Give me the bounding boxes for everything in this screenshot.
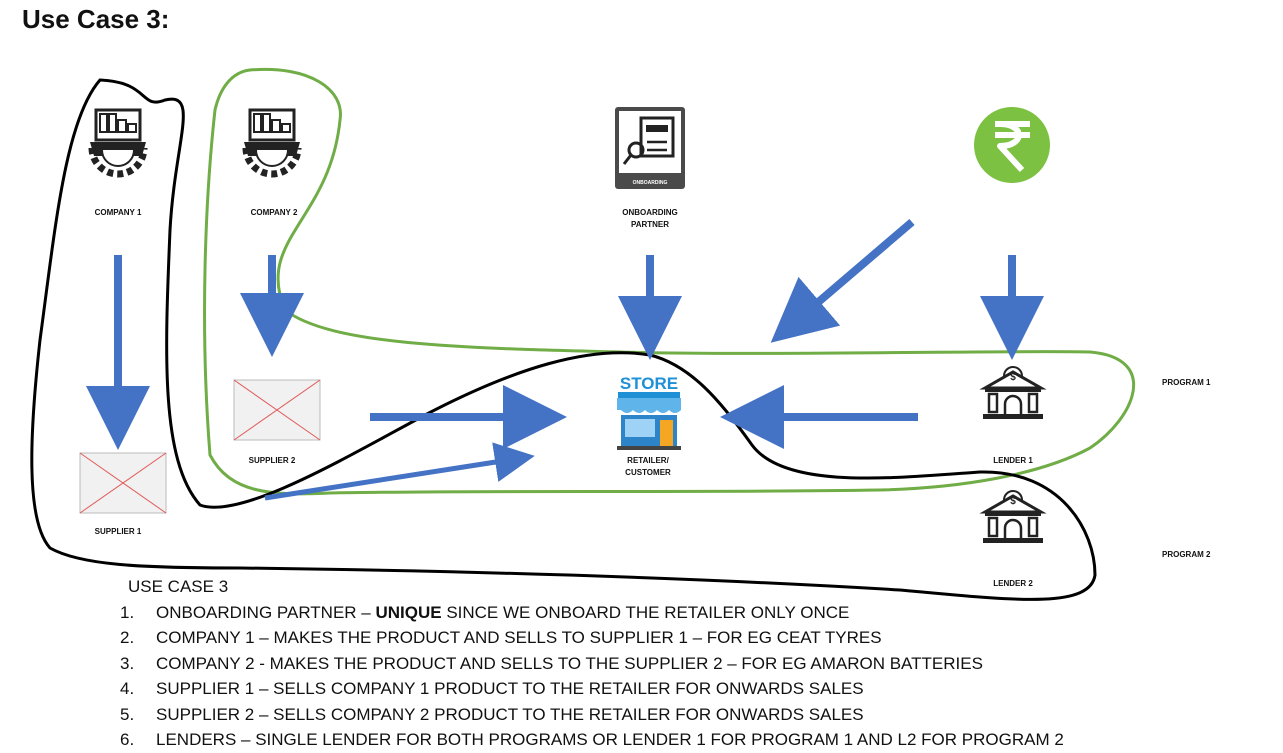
note-text: ONBOARDING PARTNER – UNIQUE SINCE WE ONB… xyxy=(156,600,849,626)
onboarding-partner-label: ONBOARDING PARTNER xyxy=(600,207,700,231)
note-number: 3. xyxy=(120,653,135,673)
note-number: 2. xyxy=(120,628,135,647)
retailer-label-line1: RETAILER/ xyxy=(627,456,669,465)
note-text-start: COMPANY 2 - MAKES THE PRODUCT AND SELLS … xyxy=(156,653,983,673)
flow-arrows xyxy=(86,218,1044,501)
note-text-start: SUPPLIER 2 – SELLS COMPANY 2 PRODUCT TO … xyxy=(156,704,864,724)
missing-image-icon xyxy=(79,452,167,514)
note-item: 2. COMPANY 1 – MAKES THE PRODUCT AND SELL… xyxy=(120,625,1064,651)
note-text-end: SINCE WE ONBOARD THE RETAILER ONLY ONCE xyxy=(441,602,850,622)
page-heading: Use Case 3: xyxy=(22,4,170,34)
note-text-start: ONBOARDING PARTNER – xyxy=(156,602,376,622)
note-text-start: LENDERS – SINGLE LENDER FOR BOTH PROGRAM… xyxy=(156,730,1064,749)
note-text-start: SUPPLIER 1 – SELLS COMPANY 1 PRODUCT TO … xyxy=(156,679,864,698)
lender-1-label: LENDER 1 xyxy=(993,456,1033,465)
note-item: 4. SUPPLIER 1 – SELLS COMPANY 1 PRODUCT T… xyxy=(120,676,1064,702)
program-2-label: PROGRAM 2 xyxy=(1162,550,1211,559)
supplier-1-label: SUPPLIER 1 xyxy=(94,527,142,536)
use-case-notes: USE CASE 3 1. ONBOARDING PARTNER – UNIQUE… xyxy=(120,574,1064,753)
note-text: COMPANY 2 - MAKES THE PRODUCT AND SELLS … xyxy=(156,651,983,677)
note-text: LENDERS – SINGLE LENDER FOR BOTH PROGRAM… xyxy=(156,727,1064,753)
dollar-icon: $ xyxy=(1010,496,1016,507)
onboarding-icon-text: ONBOARDING xyxy=(633,180,668,186)
onboarding-label-line2: PARTNER xyxy=(630,220,670,229)
retailer-label-line2: CUSTOMER xyxy=(625,468,671,477)
store-icon: STORE xyxy=(617,374,681,450)
note-number: 1. xyxy=(120,602,135,622)
company-2-label: COMPANY 2 xyxy=(250,208,298,217)
missing-image-icon xyxy=(233,379,321,441)
note-text-start: COMPANY 1 – MAKES THE PRODUCT AND SELLS … xyxy=(156,628,882,647)
note-item: 3. COMPANY 2 - MAKES THE PRODUCT AND SELL… xyxy=(120,651,1064,677)
onboarding-icon: ONBOARDING xyxy=(615,107,685,189)
onboarding-label-line1: ONBOARDING xyxy=(622,208,678,217)
factory-icon xyxy=(90,110,146,174)
note-text: COMPANY 1 – MAKES THE PRODUCT AND SELLS … xyxy=(156,625,882,651)
lender-2-label: LENDER 2 xyxy=(993,579,1033,588)
arrow-supplier1-to-retailer xyxy=(264,442,535,501)
factory-icon xyxy=(244,110,300,174)
arrow-rupee-to-retailer xyxy=(770,218,915,343)
notes-title: USE CASE 3 xyxy=(128,577,229,596)
supplier-2-label: SUPPLIER 2 xyxy=(248,456,296,465)
program-2-outline xyxy=(30,78,1097,601)
company-1-label: COMPANY 1 xyxy=(94,208,142,217)
note-item: 6. LENDERS – SINGLE LENDER FOR BOTH PROGR… xyxy=(120,727,1064,753)
store-sign: STORE xyxy=(620,374,678,393)
note-emphasis: UNIQUE xyxy=(375,602,442,622)
note-number: 6. xyxy=(120,730,135,749)
program-1-label: PROGRAM 1 xyxy=(1162,378,1211,387)
rupee-icon xyxy=(974,107,1050,183)
note-number: 4. xyxy=(120,679,135,698)
retailer-customer-label: RETAILER/ CUSTOMER xyxy=(598,455,698,479)
note-number: 5. xyxy=(120,704,135,724)
note-item: 5. SUPPLIER 2 – SELLS COMPANY 2 PRODUCT T… xyxy=(120,702,1064,728)
note-text: SUPPLIER 1 – SELLS COMPANY 1 PRODUCT TO … xyxy=(156,676,864,702)
note-item: 1. ONBOARDING PARTNER – UNIQUE SINCE WE O… xyxy=(120,600,1064,626)
dollar-icon: $ xyxy=(1010,372,1016,383)
note-text: SUPPLIER 2 – SELLS COMPANY 2 PRODUCT TO … xyxy=(156,702,864,728)
